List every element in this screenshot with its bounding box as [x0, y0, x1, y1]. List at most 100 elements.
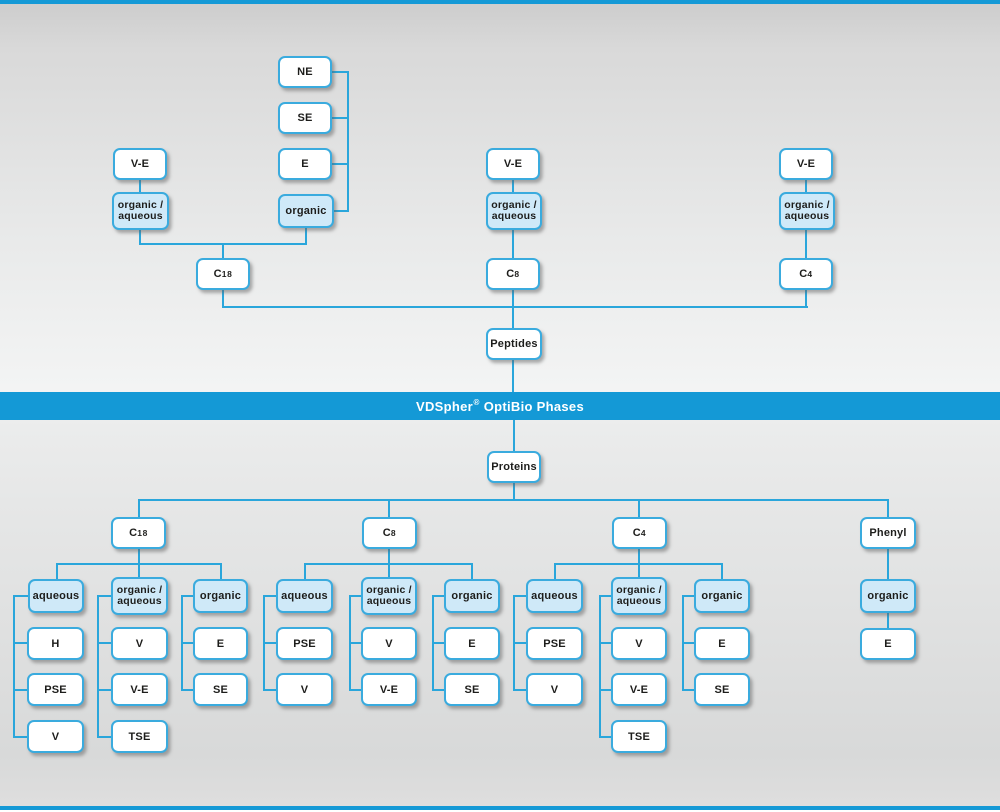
connector-line: [513, 420, 515, 452]
connector-line: [638, 565, 640, 578]
node-label: organic /aqueous: [616, 583, 662, 608]
connector-line: [139, 243, 307, 245]
node-c18-aqueous: aqueous: [28, 579, 84, 613]
node-label: E: [884, 638, 892, 650]
node-label: organic /aqueous: [784, 199, 830, 223]
node-proteins: Proteins: [487, 451, 541, 483]
node-label: SE: [464, 683, 480, 696]
node-label-line: aqueous: [491, 210, 537, 222]
node-label: PSE: [543, 637, 566, 650]
connector-line: [97, 642, 112, 644]
node-c18-aq-h: H: [27, 627, 84, 660]
node-label: V: [635, 637, 643, 650]
node-label-line: organic /: [616, 583, 662, 596]
node-c4-org-e: E: [694, 627, 750, 660]
node-c4-aq-pse: PSE: [526, 627, 583, 660]
node-label: aqueous: [531, 590, 578, 602]
node-orgaq-right: organic /aqueous: [779, 192, 835, 230]
node-label: organic: [701, 590, 743, 602]
node-label-line: aqueous: [784, 210, 830, 222]
node-c8-orgaq: organic /aqueous: [361, 577, 417, 615]
node-label-line: organic /: [491, 198, 537, 211]
connector-line: [388, 501, 390, 518]
node-c18-oa-v: V: [111, 627, 168, 660]
node-label: V-E: [379, 683, 399, 696]
connector-line: [13, 736, 29, 738]
connector-line: [97, 595, 112, 597]
node-label: V-E: [796, 158, 816, 170]
connector-line: [512, 360, 514, 393]
node-label: SE: [297, 112, 313, 124]
node-c8-aq-pse: PSE: [276, 627, 333, 660]
connector-line: [97, 736, 112, 738]
connector-line: [887, 612, 889, 629]
node-label: V-E: [503, 158, 523, 170]
connector-line: [805, 230, 807, 259]
node-phenyl: Phenyl: [860, 517, 916, 549]
connector-line: [13, 642, 29, 644]
node-peptides: Peptides: [486, 328, 542, 360]
top-accent-bar: [0, 0, 1000, 4]
node-c8-aqueous: aqueous: [276, 579, 333, 613]
node-label-line: aqueous: [118, 210, 163, 222]
connector-line: [388, 549, 390, 564]
connector-line: [220, 565, 222, 580]
connector-line: [805, 180, 807, 193]
connector-line: [432, 642, 445, 644]
connector-line: [13, 595, 15, 738]
node-label: organic: [867, 590, 909, 602]
node-label: V-E: [130, 683, 149, 696]
connector-line: [347, 71, 349, 212]
node-orgaq-left: organic /aqueous: [112, 192, 169, 230]
connector-line: [222, 290, 224, 307]
node-c4-aq-v: V: [526, 673, 583, 706]
node-label: PSE: [293, 637, 316, 650]
connector-line: [513, 595, 527, 597]
node-c8-oa-ve: V-E: [361, 673, 417, 706]
node-label-line: organic /: [366, 583, 412, 596]
node-label: Proteins: [491, 461, 537, 473]
node-label: V-E: [629, 683, 649, 696]
connector-line: [432, 595, 445, 597]
node-label: H: [51, 637, 60, 650]
node-label: V: [550, 683, 559, 696]
banner-brand: VDSpher: [416, 398, 474, 414]
node-organic-top: organic: [278, 194, 334, 228]
connector-line: [599, 595, 612, 597]
connector-line: [513, 642, 527, 644]
connector-line: [181, 642, 194, 644]
node-label: E: [718, 637, 726, 650]
connector-line: [13, 689, 29, 691]
connector-line: [263, 642, 277, 644]
connector-line: [805, 290, 807, 307]
node-label: PSE: [44, 683, 67, 696]
node-label: organic /aqueous: [491, 198, 537, 223]
connector-line: [349, 689, 362, 691]
node-label: Phenyl: [869, 527, 907, 539]
node-label: organic: [285, 205, 327, 217]
banner-vdspher-optibio-phases: VDSpher®OptiBio Phases: [0, 392, 1000, 420]
connector-line: [332, 71, 349, 73]
connector-line: [139, 230, 141, 244]
node-label-line: organic /: [117, 198, 164, 211]
node-c8-oa-v: V: [361, 627, 417, 660]
node-label: E: [301, 158, 309, 170]
connector-line: [887, 501, 889, 518]
connector-line: [138, 565, 140, 578]
node-c18-orgaq: organic /aqueous: [111, 577, 168, 615]
node-ve-mid: V-E: [486, 148, 540, 180]
connector-line: [332, 163, 349, 165]
node-c4-oa-tse: TSE: [611, 720, 667, 753]
connector-line: [599, 595, 601, 738]
connector-line: [682, 642, 695, 644]
node-c18-oa-tse: TSE: [111, 720, 168, 753]
connector-line: [887, 549, 889, 580]
node-c18-org-e: E: [193, 627, 248, 660]
node-label: organic: [451, 590, 493, 602]
